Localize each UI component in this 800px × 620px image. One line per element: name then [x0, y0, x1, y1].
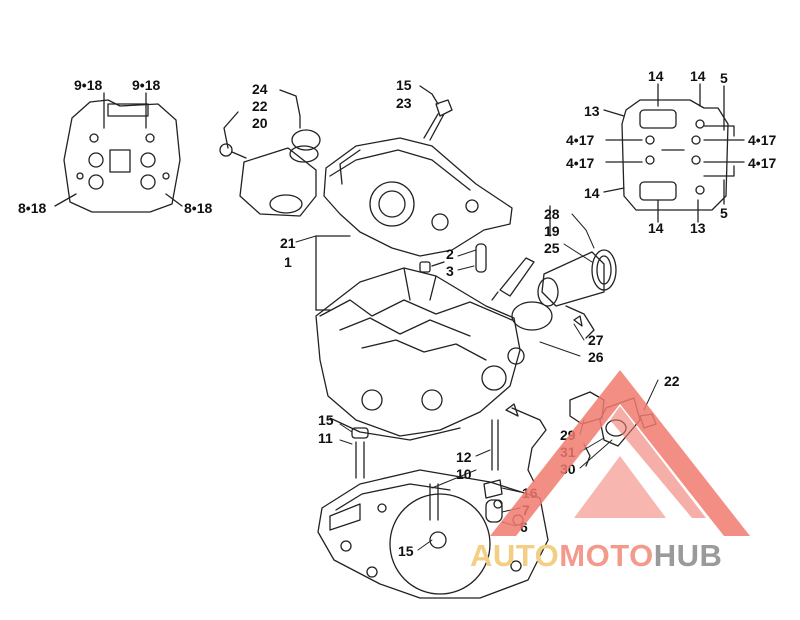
label-9-18-left: 9•18 [74, 77, 103, 93]
label-4-17-left-b: 4•17 [566, 155, 595, 171]
head-gasket [317, 469, 549, 599]
label-14-left: 14 [584, 185, 600, 201]
leader-lines [295, 213, 659, 551]
label-15-top: 15 [396, 77, 412, 93]
label-2: 2 [446, 246, 454, 262]
label-4-17-left-a: 4•17 [566, 132, 595, 148]
watermark-triangle-icon [490, 370, 750, 536]
label-24: 24 [252, 81, 268, 97]
label-25: 25 [544, 240, 560, 256]
label-5-bottom: 5 [720, 205, 728, 221]
label-6: 6 [520, 519, 528, 535]
label-14-top-left: 14 [648, 68, 664, 84]
label-15-left: 15 [318, 412, 334, 428]
studs [351, 419, 503, 523]
top-bolt [419, 85, 453, 141]
label-22-top: 22 [252, 98, 268, 114]
breather-parts [219, 89, 321, 217]
valve-cover-top-view [603, 83, 745, 223]
valve-cover [323, 137, 513, 257]
watermark-word-hub: HUB [653, 538, 723, 573]
label-27: 27 [588, 332, 604, 348]
label-13-bottom: 13 [690, 220, 706, 236]
head-top-view [54, 92, 183, 213]
intake-boot [511, 205, 617, 339]
label-4-17-right-b: 4•17 [748, 155, 777, 171]
label-10: 10 [456, 466, 472, 482]
watermark-text: AUTOMOTOHUB [470, 538, 722, 574]
label-19: 19 [544, 223, 560, 239]
label-28: 28 [544, 206, 560, 222]
label-11: 11 [318, 430, 333, 446]
dowel-pins [419, 243, 487, 273]
label-8-18-right: 8•18 [184, 200, 213, 216]
label-23: 23 [396, 95, 412, 111]
label-9-18-right: 9•18 [132, 77, 161, 93]
label-14-bottom: 14 [648, 220, 664, 236]
label-14-top-right: 14 [690, 68, 706, 84]
cylinder-head [315, 235, 525, 441]
label-12: 12 [456, 449, 472, 465]
watermark-word-auto: AUTO [470, 538, 560, 573]
label-1: 1 [284, 254, 292, 270]
label-20: 20 [252, 115, 268, 131]
label-21: 21 [280, 235, 296, 251]
watermark-word-moto: MOTO [559, 538, 654, 573]
label-13-top: 13 [584, 103, 600, 119]
label-15-bottom: 15 [398, 543, 414, 559]
spark-plug [491, 257, 535, 301]
label-5-top: 5 [720, 70, 728, 86]
label-8-18-left: 8•18 [18, 200, 47, 216]
label-3: 3 [446, 263, 454, 279]
label-26: 26 [588, 349, 604, 365]
label-22-right: 22 [664, 373, 680, 389]
label-4-17-right-a: 4•17 [748, 132, 777, 148]
